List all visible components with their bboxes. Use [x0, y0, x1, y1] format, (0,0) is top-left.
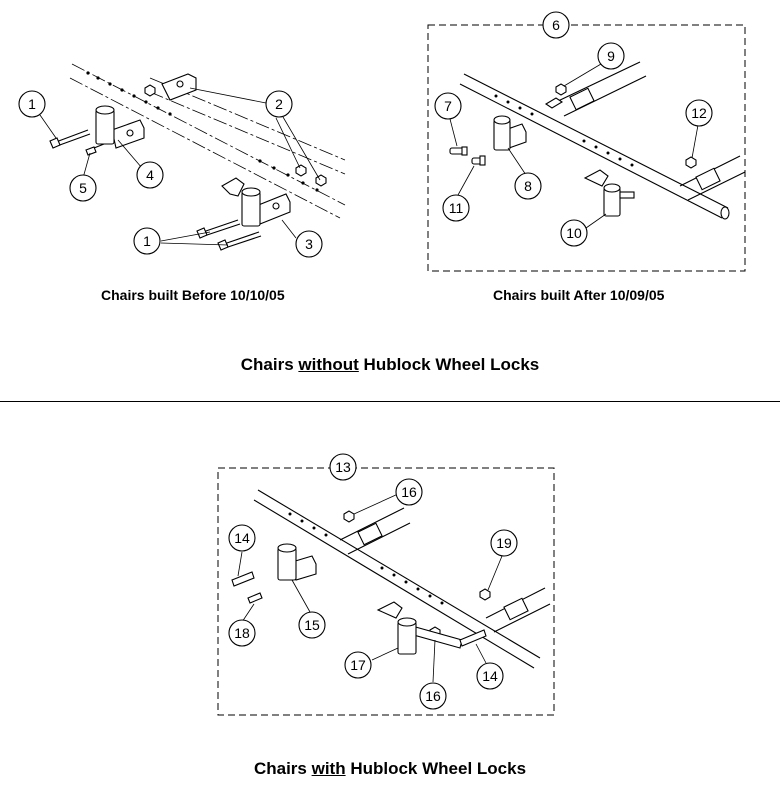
- svg-text:16: 16: [401, 484, 417, 500]
- caption-after: Chairs built After 10/09/05: [493, 287, 665, 303]
- heading-with-post: Hublock Wheel Locks: [345, 759, 527, 778]
- frame-tube-hublock: [253, 489, 541, 669]
- callout-5: 5: [69, 174, 97, 202]
- diagram-before: 1 2 4 5 1 3: [18, 63, 346, 258]
- svg-text:14: 14: [234, 530, 250, 546]
- axle-tube-upper-hublock: [339, 507, 411, 555]
- svg-text:2: 2: [275, 96, 283, 112]
- screw-part-11: [471, 155, 486, 166]
- heading-without-post: Hublock Wheel Locks: [358, 355, 540, 374]
- callout-15: 15: [298, 611, 326, 639]
- callout-14a: 14: [228, 524, 256, 552]
- svg-text:13: 13: [335, 459, 351, 475]
- callout-1a: 1: [18, 90, 46, 118]
- nut-part-12: [685, 156, 697, 169]
- callout-10: 10: [560, 219, 588, 247]
- axle-tube-edge-lower: [149, 91, 346, 175]
- callout-1b: 1: [133, 227, 161, 255]
- heading-with-hublock: Chairs with Hublock Wheel Locks: [0, 759, 780, 779]
- heading-with-key: with: [311, 759, 346, 778]
- svg-text:4: 4: [146, 167, 154, 183]
- clamp-part-4: [95, 105, 145, 149]
- callout-3: 3: [295, 230, 323, 258]
- heading-without-pre: Chairs: [240, 355, 299, 374]
- clamp-part-17: [376, 601, 463, 655]
- callout-11: 11: [442, 194, 470, 222]
- nut: [315, 174, 327, 187]
- callout-12: 12: [685, 99, 713, 127]
- clamp-part-8: [493, 115, 527, 151]
- svg-text:3: 3: [305, 236, 313, 252]
- callout-6: 6: [542, 11, 570, 39]
- nut-part-16-upper: [343, 510, 355, 523]
- caption-before: Chairs built Before 10/10/05: [101, 287, 285, 303]
- callout-16a: 16: [395, 478, 423, 506]
- callout-14b: 14: [476, 662, 504, 690]
- heading-with-pre: Chairs: [253, 759, 312, 778]
- pin-part-14-left: [231, 571, 255, 587]
- svg-text:9: 9: [607, 48, 615, 64]
- axle-tube-upper: [555, 61, 647, 117]
- diagram-after: 6 9 7 12 8 11 10: [427, 11, 746, 272]
- leader-lines-hublock: [237, 493, 503, 683]
- pin-part-14-right: [459, 629, 487, 647]
- pin-part-7: [449, 146, 468, 156]
- svg-text:7: 7: [444, 98, 452, 114]
- frame-holes: [86, 71, 319, 192]
- screw-part-18: [247, 592, 263, 604]
- clamp-part-10: [583, 169, 635, 217]
- svg-text:14: 14: [482, 668, 498, 684]
- svg-text:18: 18: [234, 625, 250, 641]
- callout-18: 18: [228, 619, 256, 647]
- callout-19: 19: [490, 529, 518, 557]
- axle-tube-lower: [679, 155, 746, 201]
- kit-13-outline: [217, 467, 555, 716]
- kit-6-outline: [427, 24, 746, 272]
- svg-text:6: 6: [552, 17, 560, 33]
- clamp-part-3: [221, 177, 291, 227]
- screw-part-5: [85, 143, 105, 156]
- nut-part-9: [555, 83, 567, 96]
- clamp-part-15: [277, 543, 317, 581]
- heading-without-hublock: Chairs without Hublock Wheel Locks: [0, 355, 780, 375]
- svg-text:11: 11: [449, 200, 464, 216]
- axle-tube-lower-hublock: [485, 587, 551, 633]
- bracket: [544, 97, 564, 109]
- section-divider: [0, 401, 780, 402]
- callout-9: 9: [597, 42, 625, 70]
- svg-text:15: 15: [304, 617, 320, 633]
- frame-tube-edge-lower: [69, 77, 341, 219]
- leader-lines-after: [449, 63, 699, 229]
- upper-bracket: [144, 73, 197, 101]
- nut-part-19: [479, 588, 491, 601]
- nut: [295, 164, 307, 177]
- svg-text:19: 19: [496, 535, 512, 551]
- leader-lines-before: [39, 87, 321, 246]
- svg-text:8: 8: [524, 178, 532, 194]
- callout-13: 13: [329, 453, 357, 481]
- svg-text:10: 10: [566, 225, 582, 241]
- callout-16b: 16: [419, 682, 447, 710]
- svg-text:17: 17: [350, 657, 366, 673]
- svg-text:1: 1: [143, 233, 151, 249]
- callout-7: 7: [434, 92, 462, 120]
- frame-tube-edge-upper: [71, 63, 346, 206]
- heading-without-key: without: [298, 355, 359, 374]
- callout-2: 2: [265, 90, 293, 118]
- callout-4: 4: [136, 161, 164, 189]
- svg-text:1: 1: [28, 96, 36, 112]
- bolt-part-1-upper: [49, 129, 91, 149]
- diagram-with-hublock: 13 16 14 19 15 18 17 14 16: [217, 453, 555, 716]
- svg-text:12: 12: [691, 105, 707, 121]
- svg-text:16: 16: [425, 688, 441, 704]
- svg-text:5: 5: [79, 180, 87, 196]
- callout-8: 8: [514, 172, 542, 200]
- callout-17: 17: [344, 651, 372, 679]
- frame-tube-after: [459, 73, 730, 220]
